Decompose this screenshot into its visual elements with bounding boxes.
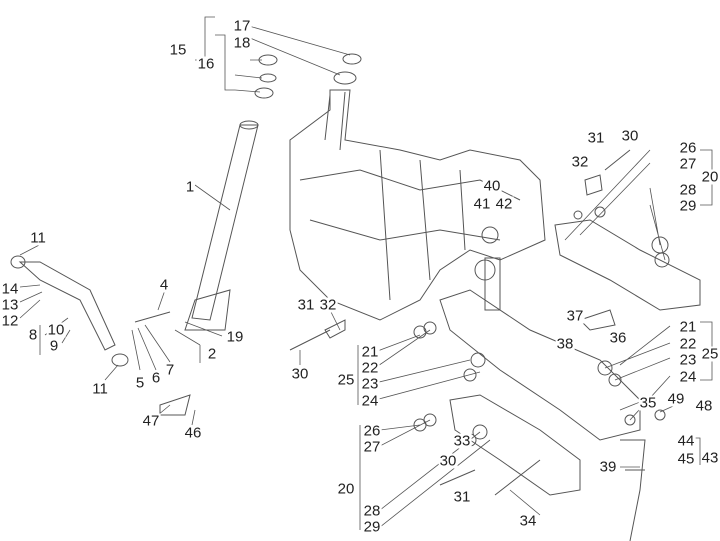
callout-11: 11 [29, 229, 47, 247]
callout-30b: 30 [620, 127, 640, 145]
callout-32: 32 [318, 296, 338, 314]
callout-21b: 21 [678, 318, 698, 336]
callout-1: 1 [184, 178, 196, 196]
callout-14: 14 [0, 280, 20, 298]
callout-37: 37 [565, 307, 585, 325]
callout-23b: 23 [678, 351, 698, 369]
callout-35: 35 [638, 394, 658, 412]
callout-42: 42 [494, 195, 514, 213]
callout-10: 10 [46, 321, 66, 339]
callout-13: 13 [0, 296, 20, 314]
callout-17: 17 [232, 17, 252, 35]
callout-2: 2 [206, 345, 218, 363]
callout-28: 28 [678, 181, 698, 199]
callout-27b: 27 [362, 438, 382, 456]
callout-47: 47 [141, 412, 161, 430]
callout-30: 30 [290, 365, 310, 383]
callout-38: 38 [555, 335, 575, 353]
callout-46: 46 [183, 424, 203, 442]
callout-22b: 22 [678, 335, 698, 353]
callout-49: 49 [666, 390, 686, 408]
callout-4: 4 [158, 276, 170, 294]
callout-31: 31 [296, 296, 316, 314]
callout-31b: 31 [586, 129, 606, 147]
callout-36: 36 [608, 329, 628, 347]
callout-8: 8 [27, 326, 39, 344]
callout-6: 6 [150, 369, 162, 387]
callout-23: 23 [360, 375, 380, 393]
callout-26: 26 [678, 139, 698, 157]
callout-44: 44 [676, 432, 696, 450]
callout-20b: 20 [336, 480, 356, 498]
callout-9: 9 [48, 337, 60, 355]
callout-40: 40 [482, 177, 502, 195]
callout-24: 24 [360, 392, 380, 410]
callout-11b: 11 [91, 380, 109, 398]
callout-19: 19 [225, 328, 245, 346]
steering-column [184, 53, 362, 331]
callout-32b: 32 [570, 153, 590, 171]
callout-27: 27 [678, 155, 698, 173]
callout-21: 21 [360, 343, 380, 361]
callout-7: 7 [164, 361, 176, 379]
callout-25b: 25 [700, 345, 720, 363]
callout-34: 34 [518, 512, 538, 530]
callout-28b: 28 [362, 502, 382, 520]
side-stand [10, 255, 191, 416]
callout-45: 45 [676, 450, 696, 468]
callout-43: 43 [700, 449, 720, 467]
callout-5: 5 [134, 374, 146, 392]
callout-30c: 30 [438, 452, 458, 470]
callout-20: 20 [700, 168, 720, 186]
callout-39: 39 [598, 458, 618, 476]
callout-18: 18 [232, 34, 252, 52]
callout-24b: 24 [678, 368, 698, 386]
callout-16: 16 [196, 55, 216, 73]
callout-33: 33 [452, 432, 472, 450]
callout-41: 41 [472, 195, 492, 213]
swingarms [289, 149, 701, 541]
callout-26b: 26 [362, 422, 382, 440]
callout-29: 29 [678, 197, 698, 215]
callout-29b: 29 [362, 518, 382, 536]
callout-25: 25 [336, 371, 356, 389]
callout-48: 48 [694, 397, 714, 415]
callout-12: 12 [0, 312, 20, 330]
callout-15: 15 [168, 41, 188, 59]
callout-22: 22 [360, 359, 380, 377]
callout-31c: 31 [452, 488, 472, 506]
